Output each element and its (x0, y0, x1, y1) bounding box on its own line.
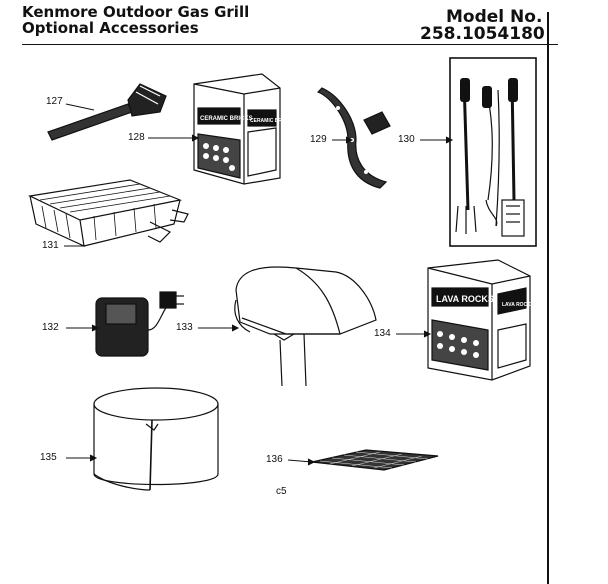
lava-box-front-text: LAVA ROCKS (436, 294, 494, 304)
diagram-title: Kenmore Outdoor Gas Grill (22, 3, 250, 21)
tool-set-drawing (449, 57, 537, 247)
callout-136: 136 (266, 454, 283, 465)
callout-131: 131 (42, 240, 59, 251)
callout-128: 128 (128, 132, 145, 143)
ceramic-box-front-text: CERAMIC BRICKS (200, 116, 253, 122)
model-number: 258.1054180 (420, 24, 545, 44)
callout-135: 135 (40, 452, 57, 463)
diagram-subtitle: Optional Accessories (22, 19, 199, 37)
grill-brush-drawing (47, 83, 167, 141)
header-rule (22, 44, 558, 45)
callout-133: 133 (176, 322, 193, 333)
lava-rocks-box-drawing (427, 259, 531, 381)
callout-134: 134 (374, 328, 391, 339)
ceramic-bricks-box-drawing (193, 73, 281, 185)
right-frame-line (547, 12, 549, 584)
callout-leaders (64, 103, 454, 466)
page-code: c5 (276, 486, 287, 497)
grill-topper-mesh-drawing (311, 449, 439, 471)
warming-rack-drawing (316, 87, 391, 189)
callout-127: 127 (46, 96, 63, 107)
grill-cover-drawing (234, 266, 377, 387)
grill-basket-drawing (28, 179, 189, 248)
callout-129: 129 (310, 134, 327, 145)
model-label: Model No. (446, 7, 543, 27)
callout-132: 132 (42, 322, 59, 333)
rotisserie-motor-drawing (95, 291, 184, 357)
callout-130: 130 (398, 134, 415, 145)
lava-box-side-text: LAVA ROCKS (502, 302, 535, 308)
ceramic-box-side-text: CERAMIC BRICKS (250, 118, 295, 124)
tank-cover-drawing (93, 387, 219, 491)
